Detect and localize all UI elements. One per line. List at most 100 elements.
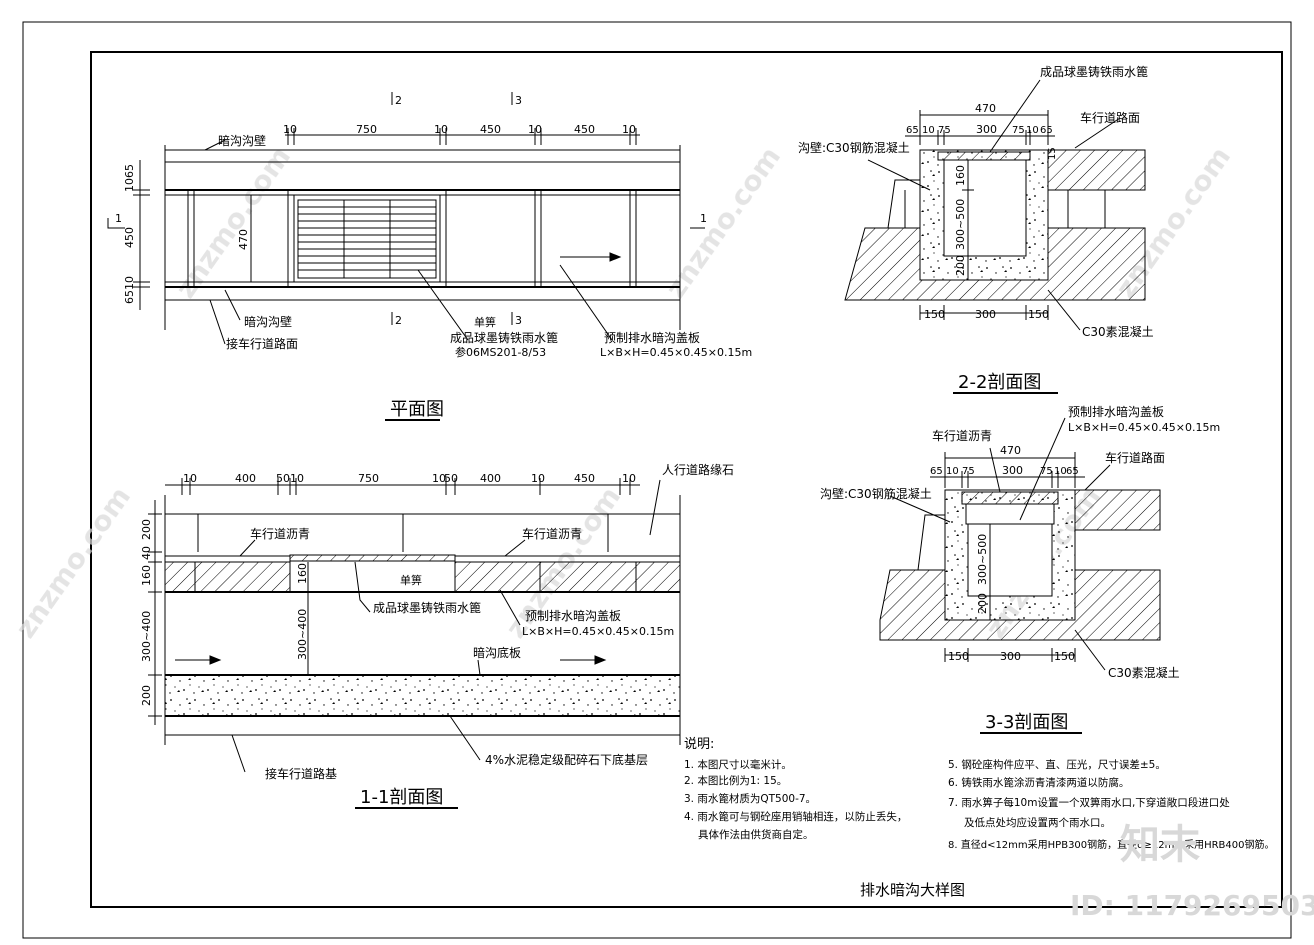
plan-dim-10b: 10 bbox=[434, 123, 448, 136]
sec33-dim-65a: 65 bbox=[930, 466, 943, 477]
section-2-2 bbox=[844, 79, 1146, 331]
sec33-dim-bottom-300: 300 bbox=[1000, 650, 1021, 663]
plan-sect-2-top: 2 bbox=[395, 94, 402, 107]
sec11-label-cover: 预制排水暗沟盖板 bbox=[525, 608, 621, 623]
note-7: 7. 雨水箅子每10m设置一个双箅雨水口,下穿道敞口段进口处 bbox=[948, 796, 1230, 809]
sec22-dim-75b: 75 bbox=[1012, 125, 1025, 136]
sec11-label-asphalt-left: 车行道沥青 bbox=[250, 526, 310, 541]
sec22-dim-15: 15 bbox=[1047, 147, 1058, 160]
sec11-label-grate: 成品球墨铸铁雨水篦 bbox=[373, 600, 481, 615]
plan-dim-left-65a: 65 bbox=[123, 164, 136, 178]
sec22-dim-65a: 65 bbox=[906, 125, 919, 136]
plan-dim-left-450: 450 bbox=[123, 227, 136, 248]
plan-dim-left-10a: 10 bbox=[123, 178, 136, 192]
watermark-corner: 知末 ID: 1179269503 bbox=[1070, 822, 1314, 922]
watermark-brand: 知末 bbox=[1120, 822, 1200, 868]
drawing-title: 排水暗沟大样图 bbox=[860, 881, 965, 899]
sec33-label-c30: C30素混凝土 bbox=[1108, 665, 1180, 680]
sec33-label-wall: 沟壁:C30钢筋混凝土 bbox=[820, 486, 932, 501]
plan-label-cover: 预制排水暗沟盖板 bbox=[604, 330, 700, 345]
sec22-dim-bottom-150a: 150 bbox=[924, 308, 945, 321]
plan-dim-10d: 10 bbox=[622, 123, 636, 136]
sec11-dim-10b: 10 bbox=[290, 472, 304, 485]
note-2: 2. 本图比例为1: 15。 bbox=[684, 774, 787, 787]
sec11-label-single: 单箅 bbox=[400, 573, 422, 587]
sec11-dim-10a: 10 bbox=[183, 472, 197, 485]
plan-dim-750: 750 bbox=[356, 123, 377, 136]
sec33-dim-65b: 65 bbox=[1066, 466, 1079, 477]
section-3-3-texts: 3-3剖面图 预制排水暗沟盖板 L×B×H=0.45×0.45×0.15m 车行… bbox=[820, 404, 1220, 734]
sec11-dim-mid-300400: 300~400 bbox=[296, 609, 309, 660]
plan-sect-3-top: 3 bbox=[515, 94, 522, 107]
sec33-dim-300: 300 bbox=[1002, 464, 1023, 477]
note-3: 3. 雨水篦材质为QT500-7。 bbox=[684, 792, 816, 805]
note-6: 6. 铸铁雨水篦涂沥青清漆两道以防腐。 bbox=[948, 776, 1129, 789]
plan-label-ref: 参06MS201-8/53 bbox=[455, 345, 546, 359]
watermark-id: ID: 1179269503 bbox=[1070, 889, 1314, 922]
sec22-dim-bottom-300: 300 bbox=[975, 308, 996, 321]
sec11-label-bottom: 暗沟底板 bbox=[473, 645, 521, 660]
sec22-label-wall: 沟壁:C30钢筋混凝土 bbox=[798, 140, 910, 155]
plan-dim-450a: 450 bbox=[480, 123, 501, 136]
sec11-dim-left-200a: 200 bbox=[140, 519, 153, 540]
sec22-dim-75a: 75 bbox=[938, 125, 951, 136]
svg-text:znzmo.com: znzmo.com bbox=[9, 480, 137, 644]
sec22-dim-200: 200 bbox=[954, 255, 967, 276]
sec11-dim-10d: 10 bbox=[531, 472, 545, 485]
sec11-dim-left-300400: 300~400 bbox=[140, 611, 153, 662]
plan-dim-left-10b: 10 bbox=[123, 276, 136, 290]
note-4: 4. 雨水篦可与钢砼座用销轴相连，以防止丢失， bbox=[684, 810, 907, 823]
sec22-label-road: 车行道路面 bbox=[1080, 110, 1140, 125]
section-1-1-texts: 1-1剖面图 10 400 50 10 750 10 50 400 10 450… bbox=[140, 462, 734, 809]
plan-label-cover-dim: L×B×H=0.45×0.45×0.15m bbox=[600, 346, 752, 359]
sec11-dim-750: 750 bbox=[358, 472, 379, 485]
sec11-label-base: 4%水泥稳定级配碎石下底基层 bbox=[485, 752, 648, 767]
sec22-title: 2-2剖面图 bbox=[958, 372, 1041, 393]
sec11-dim-50a: 50 bbox=[276, 472, 290, 485]
note-1: 1. 本图尺寸以毫米计。 bbox=[684, 758, 792, 771]
note-7-cont: 及低点处均应设置两个雨水口。 bbox=[964, 816, 1111, 829]
sec22-label-c30: C30素混凝土 bbox=[1082, 324, 1154, 339]
sec33-label-cover: 预制排水暗沟盖板 bbox=[1068, 404, 1164, 419]
sec11-dim-left-200b: 200 bbox=[140, 685, 153, 706]
sec33-dim-10a: 10 bbox=[946, 466, 959, 477]
sec33-dim-300500: 300~500 bbox=[976, 534, 989, 585]
sec22-dim-10a: 10 bbox=[922, 125, 935, 136]
plan-dim-450b: 450 bbox=[574, 123, 595, 136]
sec11-dim-left-160: 160 bbox=[140, 565, 153, 586]
sec22-dim-300: 300 bbox=[976, 123, 997, 136]
plan-texts: 平面图 10 750 10 450 10 450 10 10 65 450 10… bbox=[115, 94, 752, 421]
sec11-dim-10c: 10 bbox=[432, 472, 446, 485]
plan-sect-2-bottom: 2 bbox=[395, 314, 402, 327]
outer-frame bbox=[22, 21, 1292, 939]
sec11-label-curb: 人行道路缘石 bbox=[662, 462, 734, 477]
plan-view bbox=[107, 92, 705, 345]
sec33-dim-bottom-150b: 150 bbox=[1054, 650, 1075, 663]
plan-sect-3-bottom: 3 bbox=[515, 314, 522, 327]
plan-label-wall-bottom: 暗沟沟壁 bbox=[244, 314, 292, 329]
sec11-dim-450: 450 bbox=[574, 472, 595, 485]
sec33-label-asphalt: 车行道沥青 bbox=[932, 428, 992, 443]
sec22-dim-160: 160 bbox=[954, 165, 967, 186]
note-5: 5. 钢砼座构件应平、直、压光，尺寸误差±5。 bbox=[948, 758, 1166, 771]
sec22-dim-10b: 10 bbox=[1026, 125, 1039, 136]
plan-dim-left-65b: 65 bbox=[123, 290, 136, 304]
section-3-3 bbox=[879, 417, 1161, 671]
sec11-title: 1-1剖面图 bbox=[360, 787, 443, 808]
sec11-dim-left-40: 40 bbox=[140, 546, 153, 560]
section-2-2-texts: 2-2剖面图 成品球墨铸铁雨水篦 沟壁:C30钢筋混凝土 车行道路面 C30素混… bbox=[798, 64, 1154, 394]
sec33-label-road: 车行道路面 bbox=[1105, 450, 1165, 465]
sec11-dim-10e: 10 bbox=[622, 472, 636, 485]
notes: 说明: 1. 本图尺寸以毫米计。 2. 本图比例为1: 15。 3. 雨水篦材质… bbox=[684, 737, 1275, 851]
sec33-dim-10b: 10 bbox=[1054, 466, 1067, 477]
plan-title: 平面图 bbox=[390, 399, 444, 420]
sec33-title: 3-3剖面图 bbox=[985, 712, 1068, 733]
svg-text:znzmo.com: znzmo.com bbox=[659, 140, 787, 304]
sec11-dim-400a: 400 bbox=[235, 472, 256, 485]
sec22-dim-470: 470 bbox=[975, 102, 996, 115]
plan-dim-10c: 10 bbox=[528, 123, 542, 136]
sec22-label-grate: 成品球墨铸铁雨水篦 bbox=[1040, 64, 1148, 79]
sec11-label-roadbed: 接车行道路基 bbox=[265, 766, 337, 781]
sec33-dim-bottom-150a: 150 bbox=[948, 650, 969, 663]
